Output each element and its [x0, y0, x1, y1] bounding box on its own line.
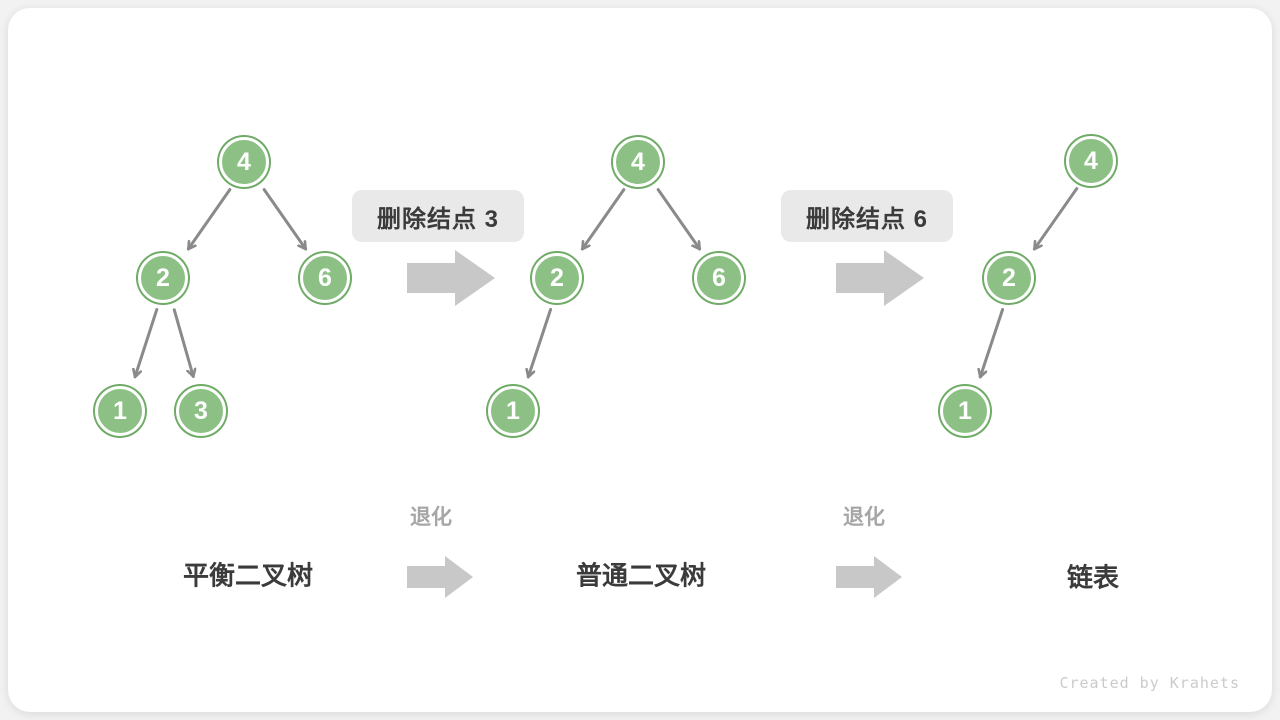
watermark: Created by Krahets [1059, 674, 1240, 692]
balanced-binary-tree-node-3: 3 [176, 386, 226, 436]
caption-linked-list: 链表 [1066, 562, 1120, 593]
delete-node-3-label-box: 删除结点 3 [352, 190, 524, 242]
linked-list-node-4: 4 [1066, 136, 1116, 186]
balanced-binary-tree-node-2: 2 [138, 253, 188, 303]
linked-list-node-2: 2 [984, 253, 1034, 303]
balanced-binary-tree-node-1: 1 [95, 386, 145, 436]
right-arrow-icon [836, 556, 902, 598]
caption-ordinary-binary-tree: 普通二叉树 [575, 560, 707, 591]
right-arrow-icon [407, 250, 495, 306]
right-arrow-icon [407, 556, 473, 598]
linked-list-node-1: 1 [940, 386, 990, 436]
ordinary-binary-tree-node-4: 4 [613, 137, 663, 187]
balanced-binary-tree-node-6: 6 [300, 253, 350, 303]
ordinary-binary-tree-node-1: 1 [488, 386, 538, 436]
delete-node-6-label: 删除结点 6 [805, 205, 928, 233]
balanced-binary-tree-node-4: 4 [219, 137, 269, 187]
degrade-label-1: 退化 [410, 506, 452, 529]
delete-node-6-label-box: 删除结点 6 [781, 190, 953, 242]
ordinary-binary-tree-node-2: 2 [532, 253, 582, 303]
degrade-label-2: 退化 [843, 506, 885, 529]
delete-node-3-label: 删除结点 3 [376, 205, 499, 233]
diagram-card [8, 8, 1272, 712]
caption-balanced-binary-tree: 平衡二叉树 [182, 560, 314, 591]
ordinary-binary-tree-node-6: 6 [694, 253, 744, 303]
right-arrow-icon [836, 250, 924, 306]
